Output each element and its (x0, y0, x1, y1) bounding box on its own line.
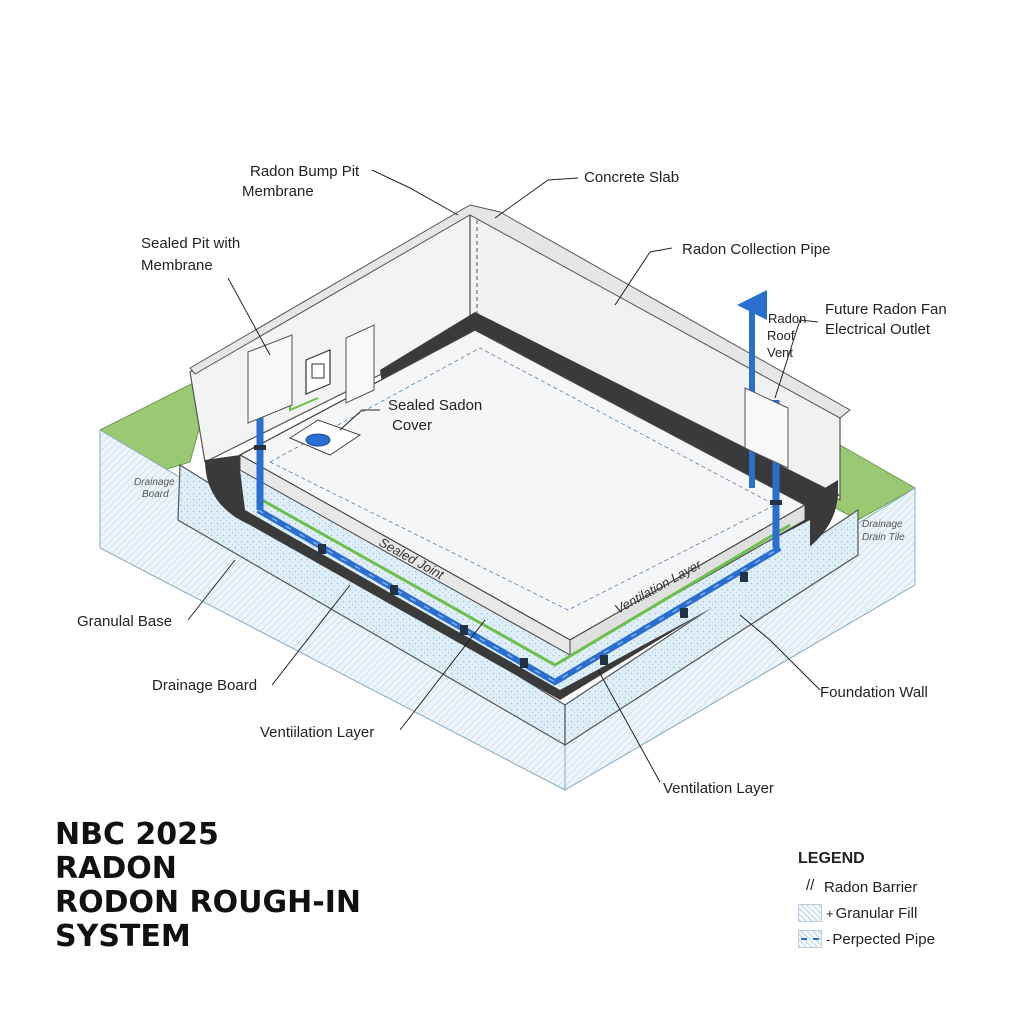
side-label-drainage-board-2: Board (142, 489, 169, 500)
legend: LEGEND Radon Barrier + Granular Fill - P… (798, 850, 935, 952)
label-sealed-cover-2: Cover (392, 417, 432, 434)
label-sealed-pit-2: Membrane (141, 257, 213, 274)
side-label-drain-tile-1: Drainage (862, 519, 903, 530)
legend-item-granular-fill: + Granular Fill (798, 900, 935, 926)
label-future-fan-2: Electrical Outlet (825, 321, 931, 338)
label-sealed-pit-1: Sealed Pit with (141, 235, 240, 252)
label-ventilation-layer-left: Ventiilation Layer (260, 724, 374, 741)
diagram-title: NBC 2025 RADON RODON ROUGH-IN SYSTEM (55, 818, 361, 954)
wall-top-cap (189, 204, 851, 419)
slab-front-right (569, 504, 806, 656)
perforated-pipe-swatch (798, 930, 822, 948)
legend-mark: - (826, 931, 831, 947)
label-future-fan-1: Future Radon Fan (825, 301, 947, 318)
legend-item-perforated-pipe: - Perpected Pipe (798, 926, 935, 952)
legend-label: Perpected Pipe (832, 930, 935, 948)
label-sealed-cover-1: Sealed Sadon (388, 397, 482, 414)
side-label-drainage-board-1: Drainage (134, 477, 175, 488)
label-ventilation-layer-bottom: Ventilation Layer (663, 780, 774, 797)
electrical-outlet-left (305, 349, 331, 395)
legend-mark: + (826, 905, 834, 921)
title-line-1: NBC 2025 (55, 817, 219, 852)
title-line-2: RADON (55, 851, 177, 886)
label-radon-bump-pit-2: Membrane (242, 183, 314, 200)
left-panel (247, 334, 293, 424)
concrete-slab (238, 329, 807, 656)
label-drainage-board: Drainage Board (152, 677, 257, 694)
fixtures (247, 324, 789, 469)
radon-barrier-swatch (798, 877, 820, 895)
sealed-cover (305, 433, 331, 447)
leader-lines (187, 169, 821, 783)
green-perimeter (261, 498, 791, 667)
legend-label: Granular Fill (835, 904, 918, 922)
side-label-drain-tile-2: Drain Tile (862, 532, 905, 543)
collection-pipe-front-inner (257, 509, 781, 683)
outlet-slot (311, 363, 325, 379)
label-granular-base: Granulal Base (77, 613, 172, 630)
label-foundation-wall: Foundation Wall (820, 684, 928, 701)
label-concrete-slab: Concrete Slab (584, 169, 679, 186)
legend-title: LEGEND (798, 850, 865, 867)
title-line-4: SYSTEM (55, 919, 191, 954)
label-radon-bump-pit-1: Radon Bump Pit (250, 163, 360, 180)
label-radon-roof-vent-3: Vent (767, 345, 793, 360)
label-radon-roof-vent-1: Radon (768, 311, 806, 326)
right-panel (744, 387, 789, 469)
label-radon-roof-vent-2: Roof (767, 328, 795, 343)
legend-item-radon-barrier: Radon Barrier (798, 874, 935, 900)
granular-fill-swatch (798, 904, 822, 922)
mid-panel (345, 324, 375, 404)
title-line-3: RODON ROUGH-IN (55, 885, 361, 920)
legend-label: Radon Barrier (824, 878, 918, 896)
label-radon-collection-pipe: Radon Collection Pipe (682, 241, 830, 258)
gravel-front-left (240, 470, 560, 690)
